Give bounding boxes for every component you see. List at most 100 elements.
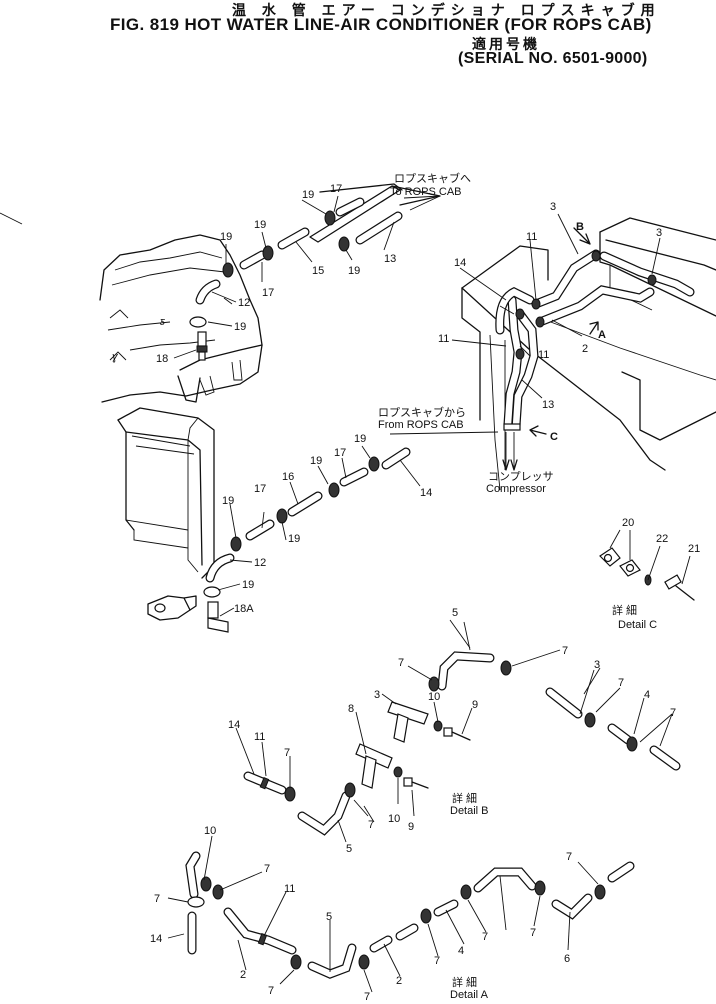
part-label: 7 (364, 991, 370, 1003)
detail-a-parts (185, 851, 635, 979)
part-label: 9 (472, 699, 478, 711)
part-label: 15 (312, 265, 324, 277)
part-label: 12 (254, 557, 266, 569)
part-label: 9 (408, 821, 414, 833)
part-label: 11 (538, 349, 549, 361)
engine-block: ƽ ɣ (99, 234, 263, 403)
from-cab-note: From ROPS CAB (378, 419, 464, 431)
part-label: 19 (234, 321, 246, 333)
part-label: 21 (688, 543, 700, 555)
part-label: 7 (434, 955, 440, 967)
part-label: 3 (374, 689, 380, 701)
part-label: 11 (438, 333, 449, 345)
compressor-note-jp: コンプレッサ (488, 470, 554, 483)
part-label: 7 (284, 747, 290, 759)
part-label: 2 (582, 343, 588, 355)
part-label: 19 (354, 433, 366, 445)
detail-c-label: Detail C (618, 619, 657, 631)
part-label: 2 (396, 975, 402, 987)
part-label: 3 (656, 227, 662, 239)
part-label: 14 (150, 933, 162, 945)
part-label: 5 (452, 607, 458, 619)
to-cab-note: To ROPS CAB (390, 186, 462, 198)
part-label: 6 (564, 953, 570, 965)
part-label: 19 (288, 533, 300, 545)
part-label: 22 (656, 533, 668, 545)
part-label: 3 (594, 659, 600, 671)
part-label: 13 (542, 399, 554, 411)
part-label: 14 (454, 257, 466, 269)
detail-b-jp: 詳 細 (452, 791, 477, 805)
part-label: 18A (234, 603, 254, 615)
part-label: 7 (264, 863, 270, 875)
part-label: 12 (238, 297, 250, 309)
view-letter-c: C (550, 431, 558, 443)
part-label: 16 (282, 471, 294, 483)
part-label: 11 (284, 883, 295, 895)
part-label: 7 (398, 657, 404, 669)
part-label: 7 (670, 707, 676, 719)
cab-piping (495, 227, 695, 471)
part-label: 14 (420, 487, 432, 499)
figure-title: FIG. 819 HOT WATER LINE-AIR CONDITIONER … (110, 15, 652, 34)
detail-a-label: Detail A (450, 989, 489, 1001)
part-label: 8 (348, 703, 354, 715)
part-label: 7 (618, 677, 624, 689)
part-label: 17 (330, 183, 342, 195)
part-label: 5 (346, 843, 352, 855)
detail-c-parts (599, 529, 695, 601)
part-label: 11 (254, 731, 265, 743)
part-label: 7 (368, 819, 374, 831)
leader-lines (167, 195, 673, 993)
detail-b-parts (243, 619, 681, 836)
part-label: 7 (154, 893, 160, 905)
engine-mark-2: ɣ (112, 351, 119, 363)
part-label: 4 (644, 689, 650, 701)
part-label: 14 (228, 719, 240, 731)
part-label: 7 (482, 931, 488, 943)
figure-title-japanese: 温 水 管 エアー コンデショナ ロプスキャブ用 (232, 2, 661, 18)
detail-a-jp: 詳 細 (452, 975, 477, 989)
part-label: 19 (348, 265, 360, 277)
view-letter-a: A (598, 329, 606, 341)
part-label: 17 (262, 287, 274, 299)
part-label: 3 (550, 201, 556, 213)
middle-hose-route (147, 431, 499, 633)
part-label: 17 (334, 447, 346, 459)
part-label: 2 (240, 969, 246, 981)
to-cab-note-jp: ロプスキャブへ (394, 171, 471, 185)
part-label: 19 (310, 455, 322, 467)
compressor-note: Compressor (486, 483, 546, 495)
part-label: 10 (388, 813, 400, 825)
part-label: 5 (326, 911, 332, 923)
part-label: 18 (156, 353, 168, 365)
rops-cab (461, 217, 716, 491)
part-label: 7 (530, 927, 536, 939)
part-label: 13 (384, 253, 396, 265)
detail-b-label: Detail B (450, 805, 489, 817)
part-label: 7 (562, 645, 568, 657)
from-cab-note-jp: ロプスキャブから (378, 405, 466, 419)
part-label: 7 (566, 851, 572, 863)
part-label: 4 (458, 945, 464, 957)
part-label: 10 (204, 825, 216, 837)
stray-mark (0, 212, 23, 225)
part-label: 17 (254, 483, 266, 495)
part-label: 7 (268, 985, 274, 997)
serial-label-japanese: 適用号機 (472, 36, 540, 52)
part-label: 19 (222, 495, 234, 507)
radiator (117, 407, 215, 579)
detail-c-jp: 詳 細 (612, 603, 637, 617)
serial-range: (SERIAL NO. 6501-9000) (458, 50, 648, 67)
engine-mark: ƽ (159, 316, 165, 328)
part-label: 10 (428, 691, 440, 703)
upper-hose-route (189, 183, 441, 361)
part-label: 19 (254, 219, 266, 231)
part-label: 20 (622, 517, 634, 529)
view-letter-b: B (576, 221, 584, 233)
part-label: 19 (220, 231, 232, 243)
part-label: 19 (302, 189, 314, 201)
annotations: ロプスキャブへ To ROPS CAB ロプスキャブから From ROPS C… (378, 171, 657, 1001)
part-number-labels: 17 19 19 19 13 19 15 17 12 19 18 19 17 1… (150, 183, 700, 1003)
